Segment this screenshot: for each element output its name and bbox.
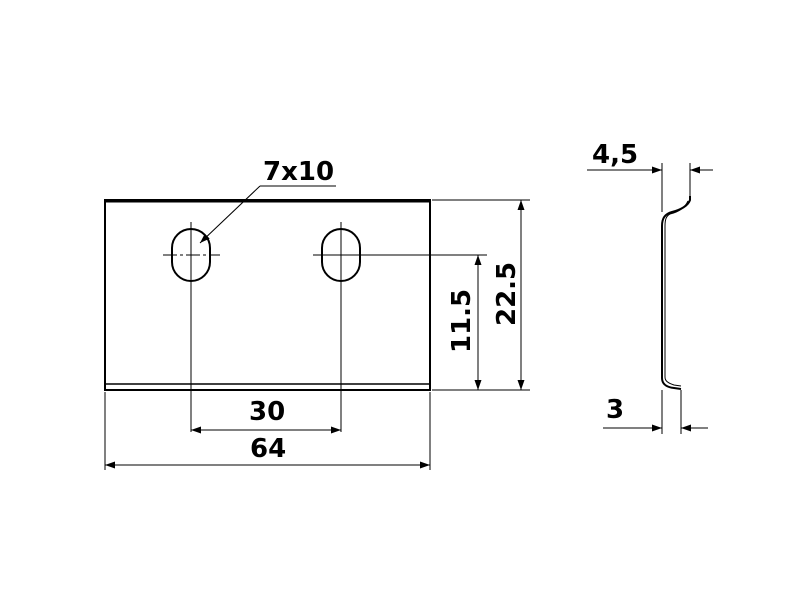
slot-size-leader: [199, 185, 336, 244]
side-top-label: 4,5: [592, 140, 638, 170]
hole-spacing-label: 30: [249, 397, 285, 427]
hole-height-dimension: [432, 255, 488, 391]
hole-height-label: 11.5: [447, 289, 477, 353]
overall-height-label: 22.5: [492, 262, 522, 326]
side-profile-inner: [664, 200, 689, 387]
side-view: [661, 163, 691, 434]
overall-width-dimension: [104, 392, 431, 470]
overall-height-dimension: [432, 199, 530, 391]
side-bottom-label: 3: [606, 395, 624, 425]
side-profile-outer: [661, 196, 691, 390]
front-view: [104, 199, 487, 432]
slot-size-label: 7x10: [263, 157, 334, 187]
overall-width-label: 64: [250, 434, 286, 464]
plate-outline: [104, 199, 431, 391]
